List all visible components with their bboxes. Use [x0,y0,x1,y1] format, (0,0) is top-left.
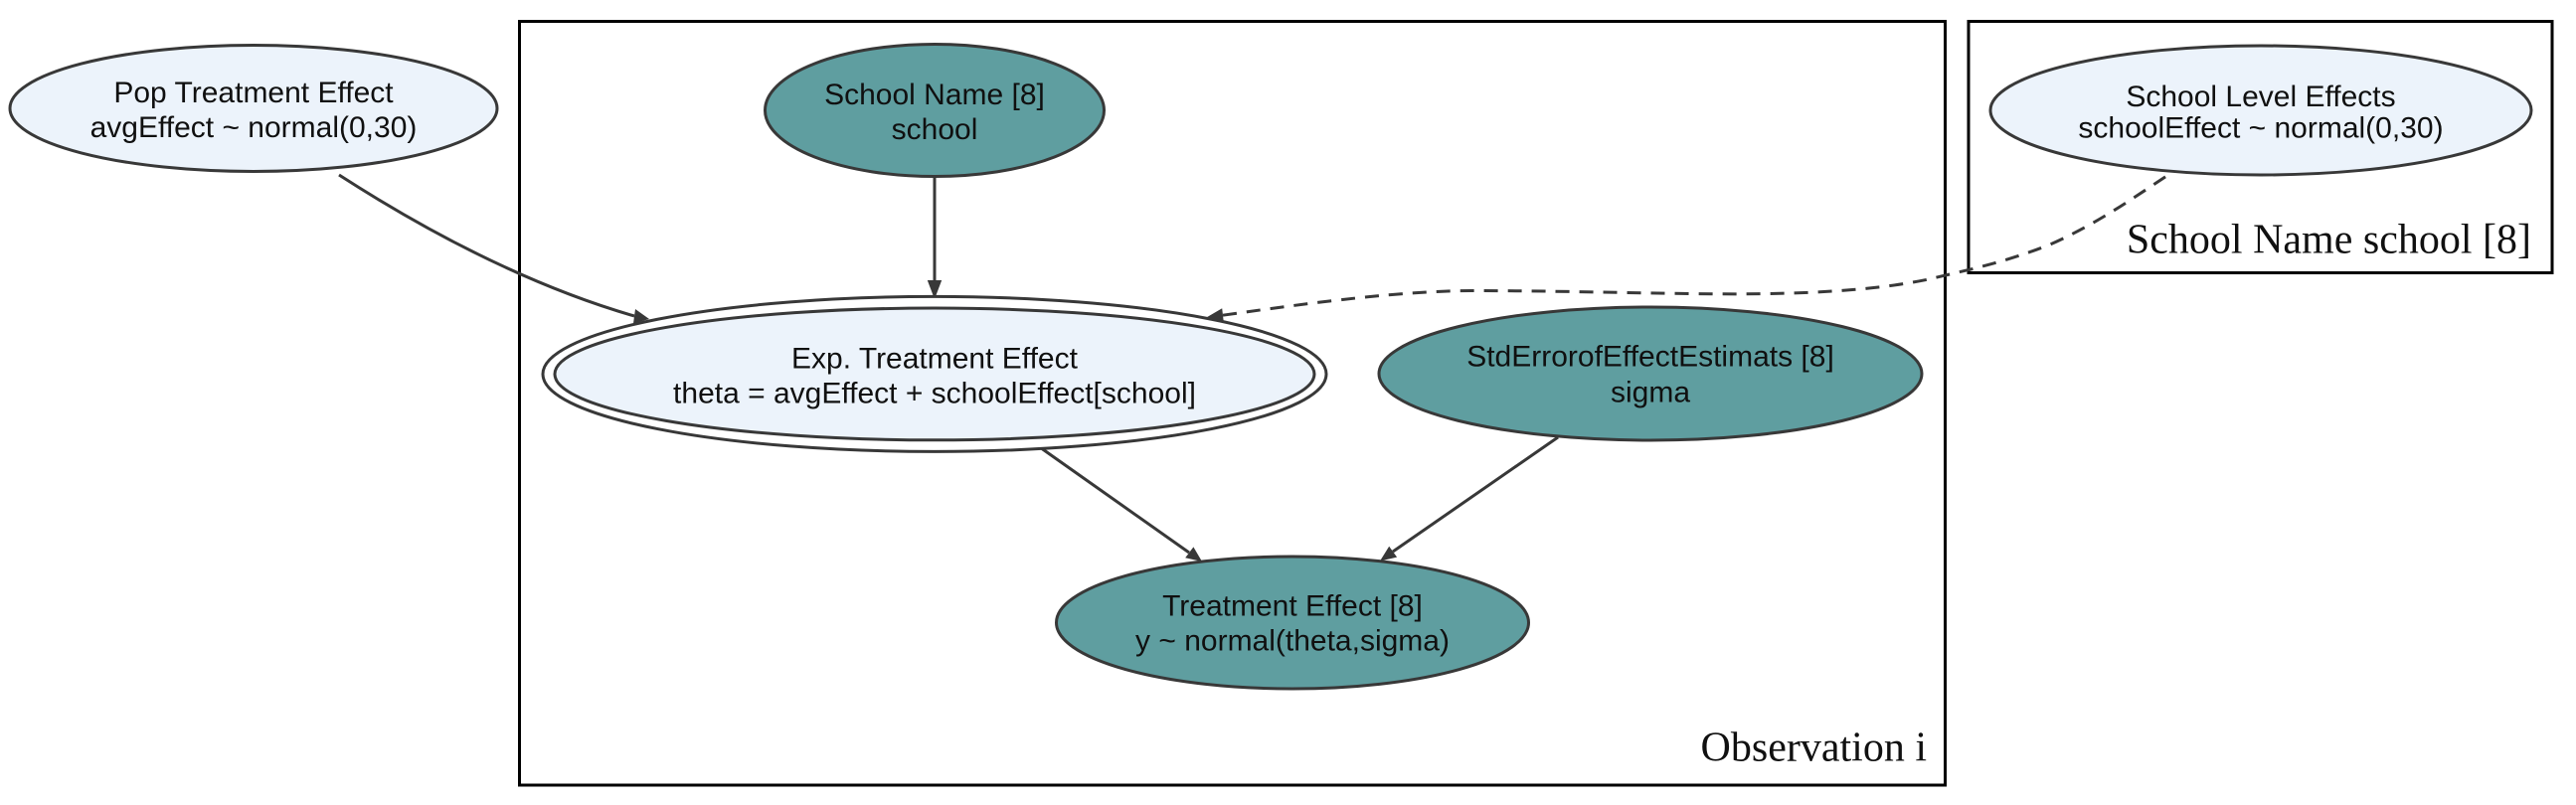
svg-text:School Name school [8]: School Name school [8] [2127,218,2531,263]
svg-text:School Name [8]: School Name [8] [824,79,1045,111]
svg-text:sigma: sigma [1611,377,1690,409]
svg-text:Pop Treatment Effect: Pop Treatment Effect [113,77,394,109]
svg-text:Observation i: Observation i [1701,725,1927,771]
svg-text:y ~ normal(theta,sigma): y ~ normal(theta,sigma) [1135,625,1450,658]
svg-text:Treatment Effect [8]: Treatment Effect [8] [1162,590,1423,623]
svg-text:Exp. Treatment Effect: Exp. Treatment Effect [791,343,1079,376]
svg-text:theta = avgEffect + schoolEffe: theta = avgEffect + schoolEffect[school] [673,378,1196,410]
svg-text:StdErrorofEffectEstimats [8]: StdErrorofEffectEstimats [8] [1466,341,1834,374]
svg-text:avgEffect ~ normal(0,30): avgEffect ~ normal(0,30) [90,111,418,144]
svg-text:schoolEffect ~ normal(0,30): schoolEffect ~ normal(0,30) [2078,112,2443,145]
svg-text:School Level Effects: School Level Effects [2126,80,2395,113]
svg-text:school: school [892,113,978,146]
